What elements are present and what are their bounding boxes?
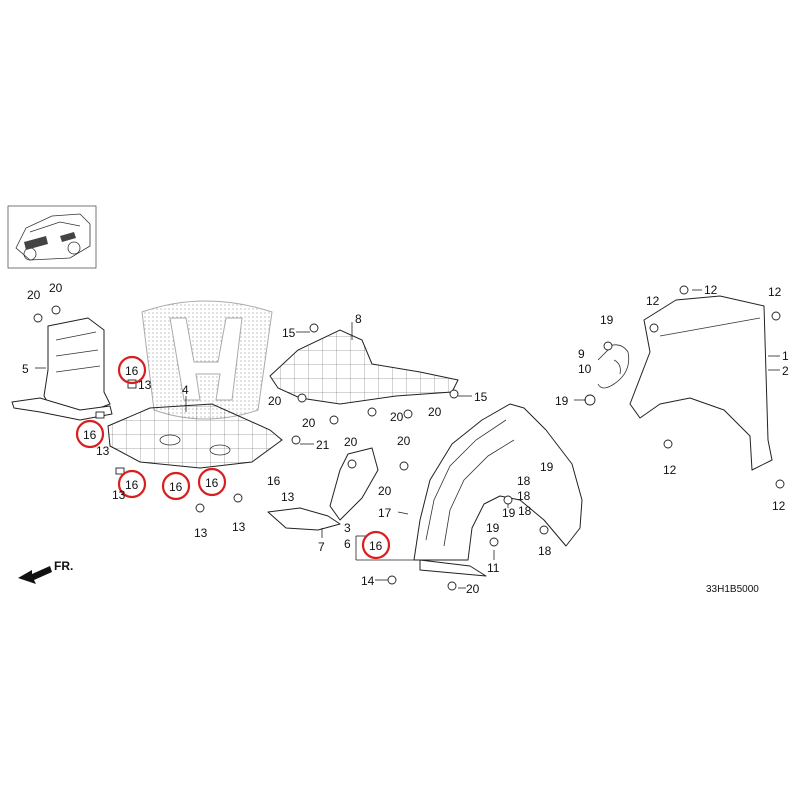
part-label-13: 13 — [232, 520, 246, 534]
part-label-17: 17 — [378, 506, 392, 520]
part-label-11: 11 — [487, 561, 500, 575]
part-label-3: 3 — [344, 521, 351, 535]
highlight-circles — [75, 355, 391, 560]
leader-lines — [35, 289, 780, 589]
part-label-13: 13 — [138, 378, 152, 392]
part-4-undercover — [107, 403, 283, 469]
part-label-20: 20 — [466, 582, 480, 596]
part-label-13: 13 — [112, 488, 126, 502]
brand-watermark — [141, 300, 273, 420]
direction-label: FR. — [54, 559, 73, 573]
part-label-20: 20 — [344, 435, 358, 449]
part-label-15: 15 — [282, 326, 296, 340]
part-label-4: 4 — [182, 383, 189, 397]
part-label-5: 5 — [22, 362, 29, 376]
part-label-18: 18 — [518, 504, 532, 518]
part-label-14: 14 — [361, 574, 375, 588]
part-label-16: 16 — [125, 478, 139, 492]
part-label-20: 20 — [49, 281, 63, 295]
part-label-20: 20 — [397, 434, 411, 448]
part-label-16: 16 — [205, 476, 219, 490]
part-label-18: 18 — [517, 489, 531, 503]
part-label-2: 2 — [782, 364, 789, 378]
part-label-18: 18 — [517, 474, 531, 488]
front-direction-arrow: FR. — [18, 559, 73, 584]
part-8-upper-undercover — [269, 329, 459, 405]
part-label-20: 20 — [428, 405, 442, 419]
part-label-19: 19 — [486, 521, 500, 535]
part-label-20: 20 — [268, 394, 282, 408]
part-label-16: 16 — [267, 474, 281, 488]
part-label-20: 20 — [302, 416, 316, 430]
part-3-fender-liner — [413, 403, 583, 577]
part-label-19: 19 — [600, 313, 614, 327]
part-labels: 20 20 5 16 13 4 16 13 16 13 16 16 13 13 … — [22, 281, 789, 596]
locator-inset — [7, 205, 97, 269]
part-label-19: 19 — [555, 394, 569, 408]
part-label-21: 21 — [316, 438, 330, 452]
part-label-16: 16 — [125, 364, 139, 378]
part-label-20: 20 — [378, 484, 392, 498]
part-label-18: 18 — [538, 544, 552, 558]
fasteners — [33, 285, 785, 591]
part-label-16: 16 — [369, 539, 383, 553]
part-label-13: 13 — [96, 444, 110, 458]
part-5-splash-shield — [11, 317, 113, 421]
part-9-harness — [597, 344, 630, 389]
part-label-19: 19 — [502, 506, 516, 520]
part-label-10: 10 — [578, 362, 592, 376]
part-label-6: 6 — [344, 537, 351, 551]
part-1-front-fender — [629, 295, 773, 471]
part-label-12: 12 — [704, 283, 718, 297]
part-label-12: 12 — [768, 285, 782, 299]
part-7-side-splash — [267, 447, 379, 531]
part-label-12: 12 — [772, 499, 786, 513]
part-label-16: 16 — [83, 428, 97, 442]
part-label-16: 16 — [169, 480, 183, 494]
part-label-7: 7 — [318, 540, 325, 554]
part-label-1: 1 — [782, 349, 789, 363]
part-label-20: 20 — [27, 288, 41, 302]
part-label-20: 20 — [390, 410, 404, 424]
part-label-9: 9 — [578, 347, 585, 361]
part-label-12: 12 — [663, 463, 677, 477]
part-label-8: 8 — [355, 312, 362, 326]
part-label-13: 13 — [194, 526, 208, 540]
part-label-19: 19 — [540, 460, 554, 474]
part-label-12: 12 — [646, 294, 660, 308]
diagram-code: 33H1B5000 — [706, 584, 759, 595]
part-label-15: 15 — [474, 390, 488, 404]
part-label-13: 13 — [281, 490, 295, 504]
